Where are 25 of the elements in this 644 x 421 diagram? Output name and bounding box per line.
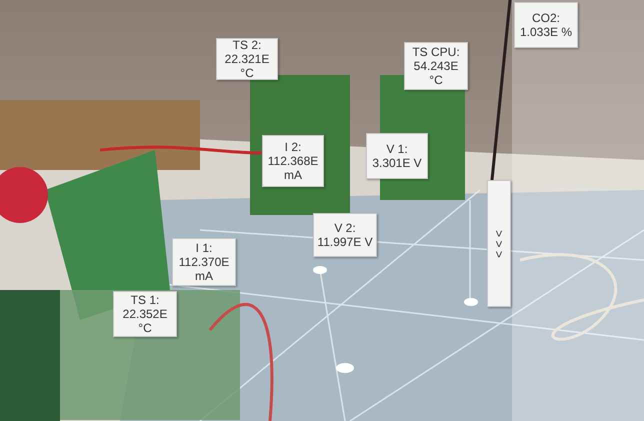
sensor-reading-card	[404, 42, 468, 90]
expand-tab-button: > > >	[487, 180, 511, 307]
sensor-name: I 1:	[196, 241, 212, 255]
sensor-value: 112.370E mA	[178, 255, 230, 283]
sensor-value: 11.997E V	[317, 235, 373, 249]
sensor-value: 112.368E mA	[266, 154, 320, 182]
sensor-reading-card	[172, 238, 236, 286]
sensor-value: 3.301E V	[372, 156, 422, 170]
sensor-value: 54.243E °C	[412, 59, 460, 87]
sensor-name: TS 2:	[232, 38, 262, 52]
sensor-name: CO2:	[532, 11, 560, 25]
sensor-name: V 1:	[386, 142, 408, 156]
sensor-reading-card	[514, 2, 578, 48]
sensor-reading-card	[262, 135, 324, 187]
sensor-value: 22.321E °C	[224, 52, 270, 80]
sensor-reading-card	[366, 133, 428, 179]
sensor-name: TS CPU:	[412, 45, 460, 59]
sensor-value: 1.033E %	[520, 25, 572, 39]
sensor-reading-card	[216, 38, 278, 80]
sensor-name: I 2:	[284, 140, 302, 154]
sensor-value: 22.352E °C	[122, 307, 168, 335]
sensor-name: TS 1:	[130, 293, 160, 307]
sensor-reading-card	[113, 291, 177, 337]
sensor-reading-card	[313, 213, 377, 257]
sensor-name: V 2:	[334, 221, 356, 235]
